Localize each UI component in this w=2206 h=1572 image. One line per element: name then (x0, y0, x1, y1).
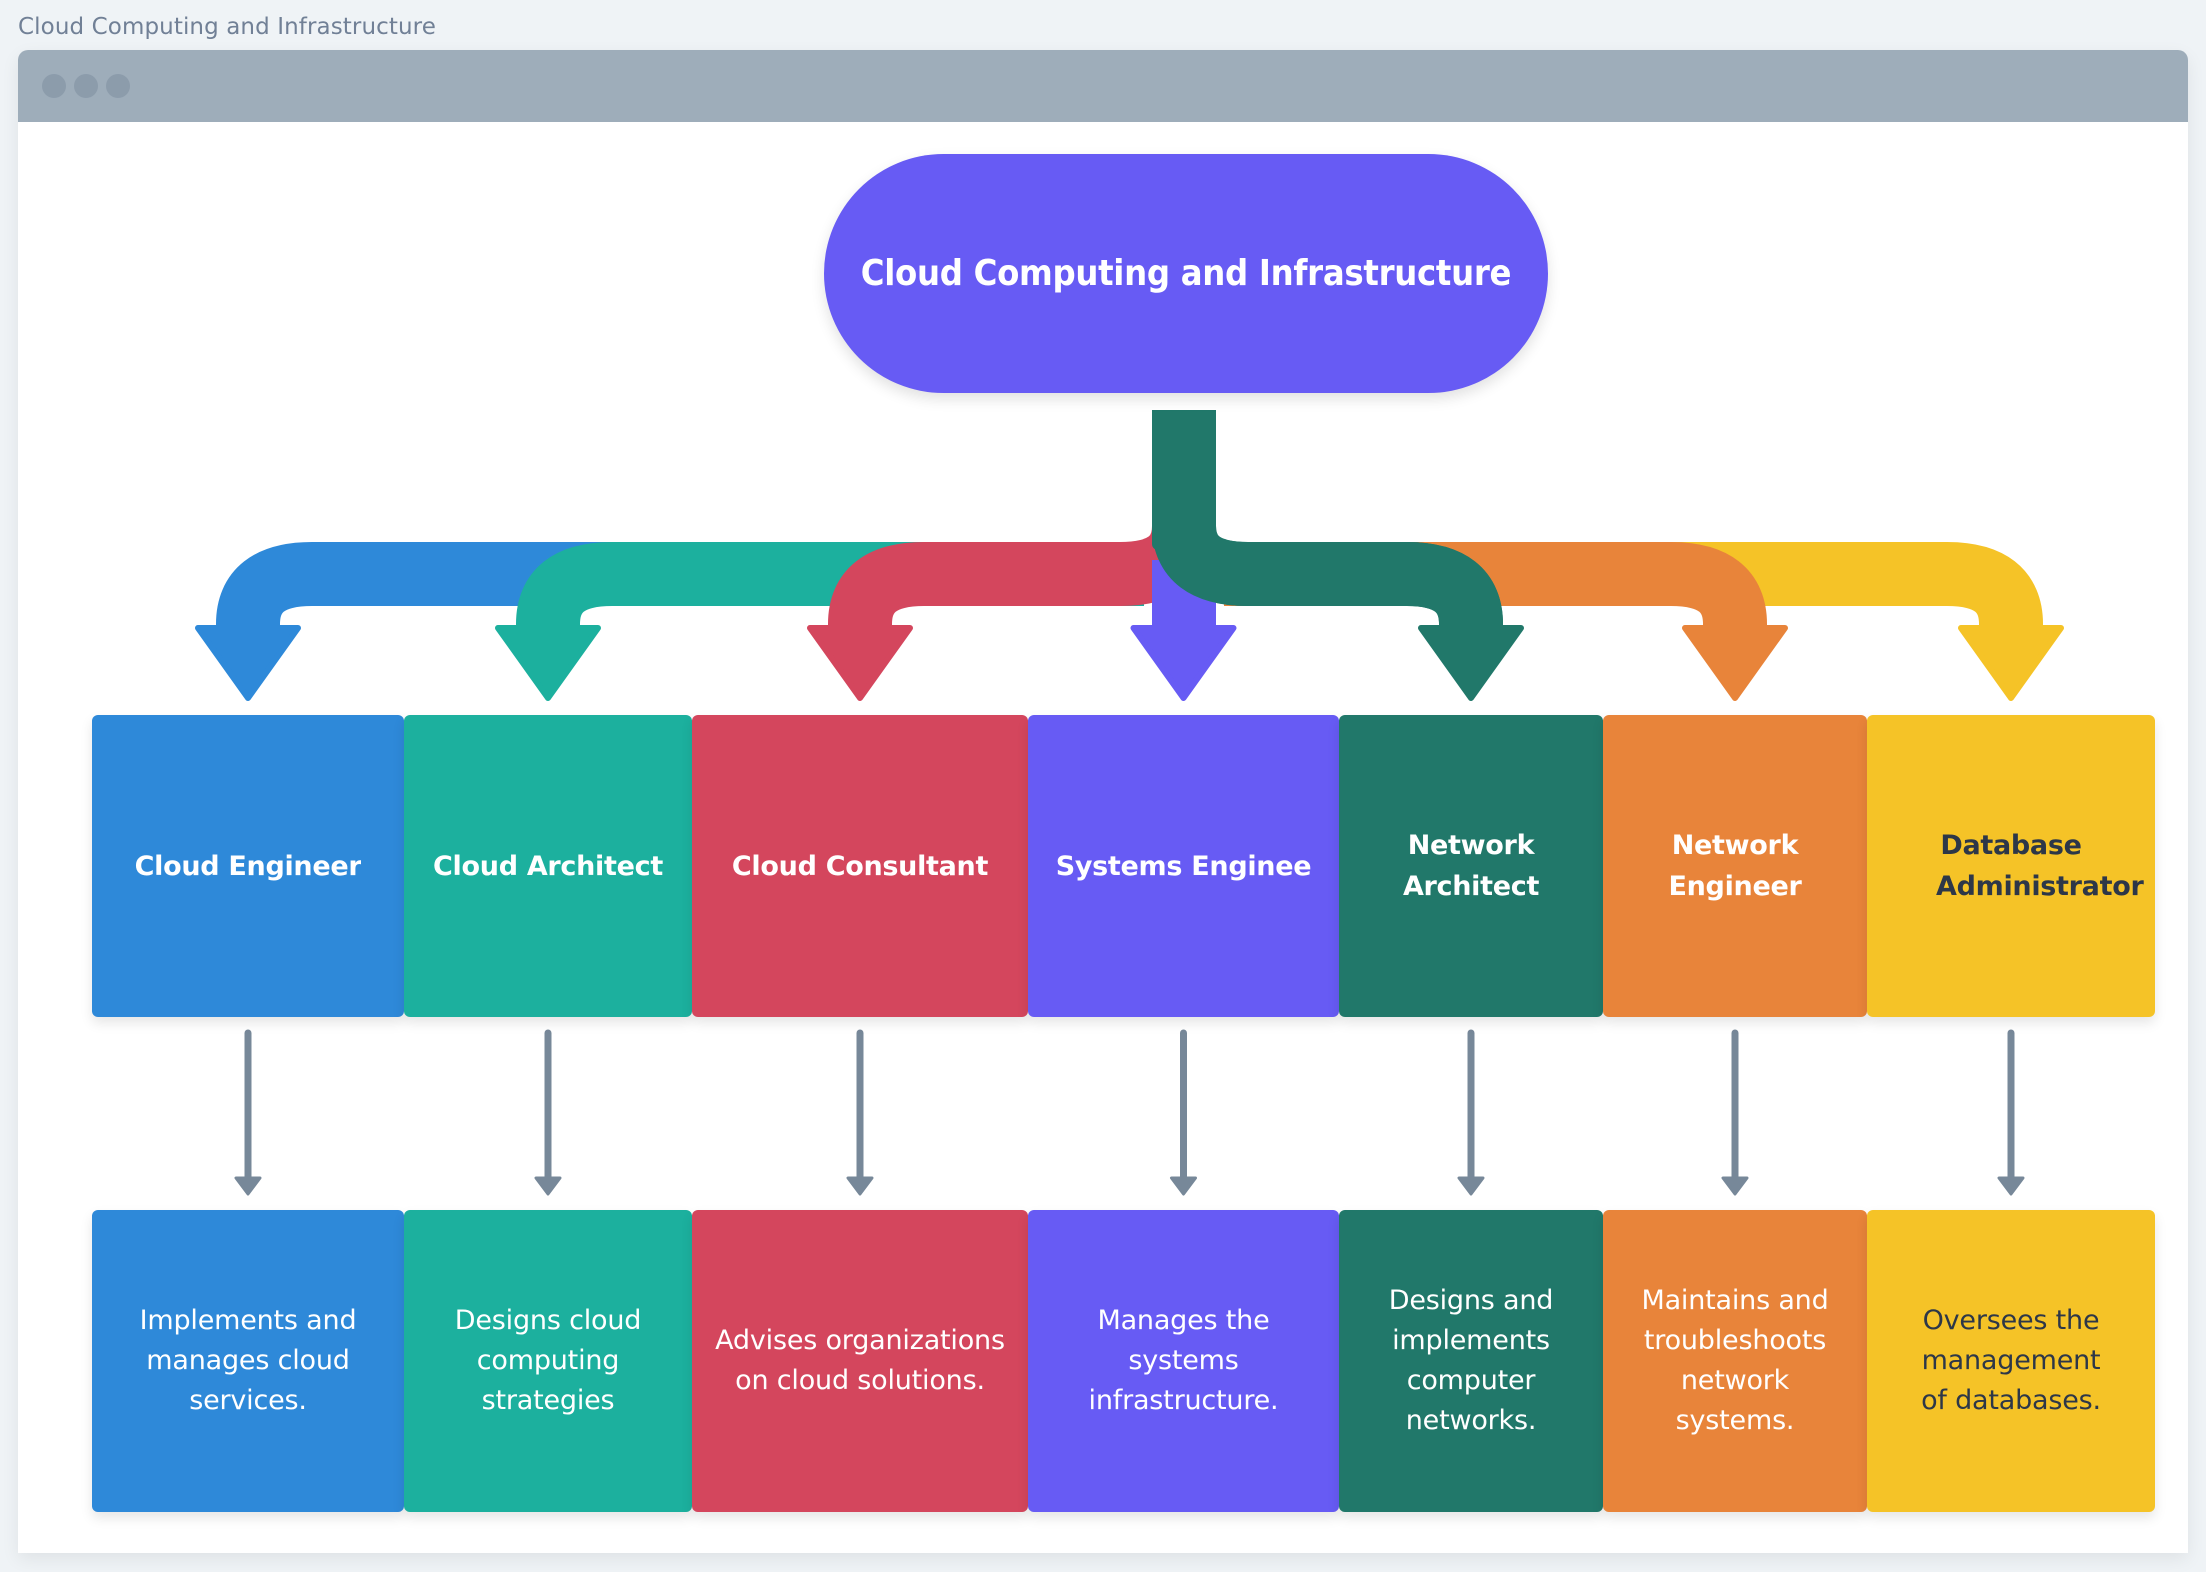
description-text: Implements and manages cloud services. (139, 1305, 357, 1416)
role-label: Network Architect (1402, 830, 1540, 902)
role-box-cloud-consultant[interactable]: Cloud Consultant (692, 715, 1028, 1017)
connector-arrow-network-architect (1457, 1029, 1485, 1196)
role-box-database-administrator[interactable]: Database Administrator (1867, 715, 2155, 1017)
role-label: Systems Enginee (1055, 850, 1312, 882)
arrowhead-network-engineer (1682, 625, 1788, 701)
role-label: Cloud Architect (433, 850, 663, 882)
role-box-cloud-engineer[interactable]: Cloud Engineer (92, 715, 404, 1017)
description-box-database-administrator[interactable]: Oversees the management of databases. (1867, 1210, 2155, 1512)
connector-arrow-cloud-architect (534, 1029, 562, 1196)
arrowhead-cloud-consultant (807, 625, 913, 701)
window-dot-3[interactable] (106, 74, 130, 98)
description-text: Designs and implements computer networks… (1388, 1285, 1554, 1436)
description-text: Oversees the management of databases. (1921, 1305, 2101, 1416)
description-box-cloud-engineer[interactable]: Implements and manages cloud services. (92, 1210, 404, 1512)
arrowhead-database-administrator (1958, 625, 2064, 701)
connector-arrow-systems-enginee (1170, 1029, 1197, 1196)
connector-arrow-network-engineer (1721, 1029, 1749, 1196)
role-box-systems-enginee[interactable]: Systems Enginee (1028, 715, 1339, 1017)
description-box-cloud-consultant[interactable]: Advises organizations on cloud solutions… (692, 1210, 1028, 1512)
connector-arrow-database-administrator (1997, 1029, 2025, 1196)
branch-arrow-network-architect-overlay (1152, 440, 1503, 630)
description-box-cloud-architect[interactable]: Designs cloud computing strategies (404, 1210, 692, 1512)
arrowhead-cloud-engineer (195, 625, 301, 701)
arrowhead-network-architect (1418, 625, 1524, 701)
branch-arrow-database-administrator (1224, 542, 2064, 701)
description-text: Manages the systems infrastructure. (1088, 1305, 1279, 1416)
description-text: Maintains and troubleshoots network syst… (1641, 1285, 1829, 1436)
branch-arrow-cloud-architect (495, 542, 1144, 701)
role-label: Cloud Engineer (134, 850, 362, 882)
window-dot-2[interactable] (74, 74, 98, 98)
role-box-cloud-architect[interactable]: Cloud Architect (404, 715, 692, 1017)
arrowhead-systems-enginee (1130, 625, 1237, 701)
description-box-network-architect[interactable]: Designs and implements computer networks… (1339, 1210, 1603, 1512)
branch-arrow-cloud-engineer (195, 542, 1144, 701)
arrowhead-cloud-architect (495, 625, 601, 701)
role-label: Network Engineer (1668, 830, 1802, 902)
page-title: Cloud Computing and Infrastructure (18, 14, 436, 40)
role-box-network-architect[interactable]: Network Architect (1339, 715, 1603, 1017)
role-label: Cloud Consultant (731, 850, 989, 882)
role-box-network-engineer[interactable]: Network Engineer (1603, 715, 1867, 1017)
connector-arrow-cloud-consultant (846, 1029, 874, 1196)
description-box-systems-enginee[interactable]: Manages the systems infrastructure. (1028, 1210, 1339, 1512)
description-text: Designs cloud computing strategies (454, 1305, 642, 1416)
root-node-label: Cloud Computing and Infrastructure (860, 253, 1512, 294)
role-label: Database Administrator (1936, 830, 2144, 902)
connector-arrow-cloud-engineer (234, 1029, 262, 1196)
window-toolbar (18, 50, 2188, 122)
window-dot-1[interactable] (42, 74, 66, 98)
description-box-network-engineer[interactable]: Maintains and troubleshoots network syst… (1603, 1210, 1867, 1512)
branch-arrow-network-engineer (1224, 542, 1788, 701)
description-text: Advises organizations on cloud solutions… (715, 1325, 1005, 1396)
root-node[interactable]: Cloud Computing and Infrastructure (824, 154, 1548, 393)
